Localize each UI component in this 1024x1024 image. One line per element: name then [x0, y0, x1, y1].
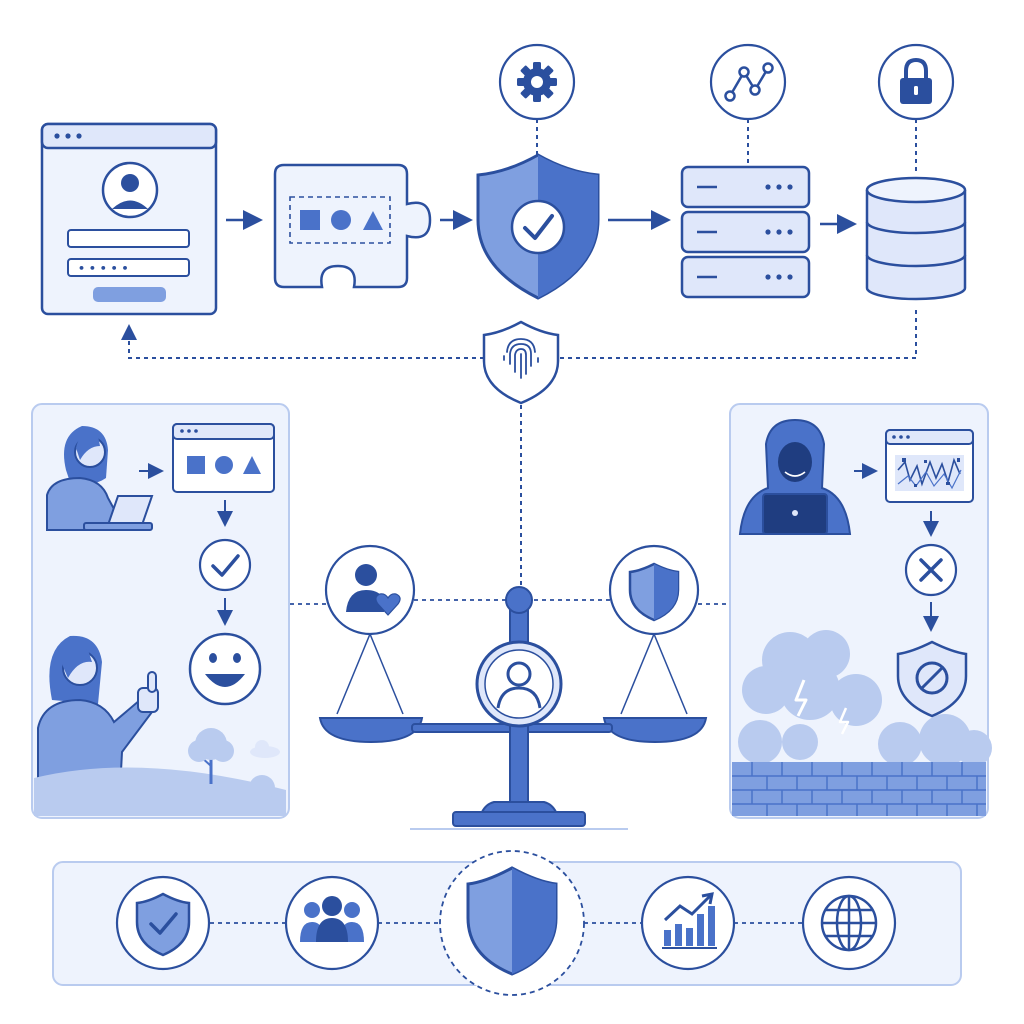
large-shield-icon	[466, 866, 558, 976]
login-submit-button[interactable]	[93, 287, 166, 302]
check-icon	[211, 554, 240, 577]
fingerprint-shield	[482, 320, 560, 405]
password-field[interactable]	[67, 258, 190, 277]
core-protection-badge	[439, 850, 585, 996]
success-check-badge	[198, 538, 252, 592]
landscape-scenery	[34, 728, 286, 816]
check-icon	[523, 214, 554, 240]
gear-icon	[517, 62, 557, 102]
protection-badge	[115, 875, 211, 971]
growth-chart-icon	[662, 892, 717, 949]
avatar-icon	[101, 161, 159, 219]
shield-check-icon	[135, 892, 191, 957]
center-user-badge	[475, 640, 563, 728]
x-icon	[919, 558, 943, 582]
globe-icon	[820, 894, 878, 952]
lock-badge	[877, 43, 955, 121]
user-icon	[496, 661, 542, 709]
firewall-icon	[732, 762, 986, 816]
lock-icon	[900, 57, 932, 104]
login-window: • • • • •	[40, 122, 218, 316]
balance-scale	[318, 544, 708, 830]
chart-nodes-icon	[724, 62, 774, 102]
shield-icon	[628, 562, 680, 622]
password-mask: • • • • •	[78, 262, 128, 275]
verification-shield	[476, 153, 600, 300]
hooded-attacker-illustration	[738, 418, 852, 535]
username-field[interactable]	[67, 229, 190, 248]
database-icon	[865, 176, 967, 301]
captcha-puzzle-piece	[273, 163, 432, 289]
smiley-icon	[188, 632, 262, 706]
community-badge	[284, 875, 380, 971]
failure-badge	[904, 543, 958, 597]
happy-user-illustration	[37, 635, 159, 791]
global-reach-badge	[801, 875, 897, 971]
growth-badge	[640, 875, 736, 971]
server-stack	[680, 165, 811, 299]
benefits-bar	[52, 850, 962, 996]
captcha-shapes-icon	[300, 210, 383, 230]
attacker-panel	[729, 403, 992, 819]
blocked-shield-icon	[896, 640, 968, 718]
storm-clouds	[738, 630, 992, 766]
fingerprint-shield-icon	[503, 338, 539, 379]
analytics-badge	[709, 43, 787, 121]
gear-badge	[498, 43, 576, 121]
security-badge	[608, 544, 700, 636]
captcha-shapes-icon	[187, 456, 261, 474]
captcha-noise-icon	[895, 455, 964, 491]
distorted-captcha-window	[885, 429, 974, 503]
users-icon	[300, 896, 364, 942]
captcha-window	[172, 423, 275, 493]
user-heart-icon	[346, 564, 401, 616]
user-experience-badge	[324, 544, 416, 636]
user-at-laptop-illustration	[46, 426, 154, 531]
legitimate-user-panel	[31, 403, 290, 819]
